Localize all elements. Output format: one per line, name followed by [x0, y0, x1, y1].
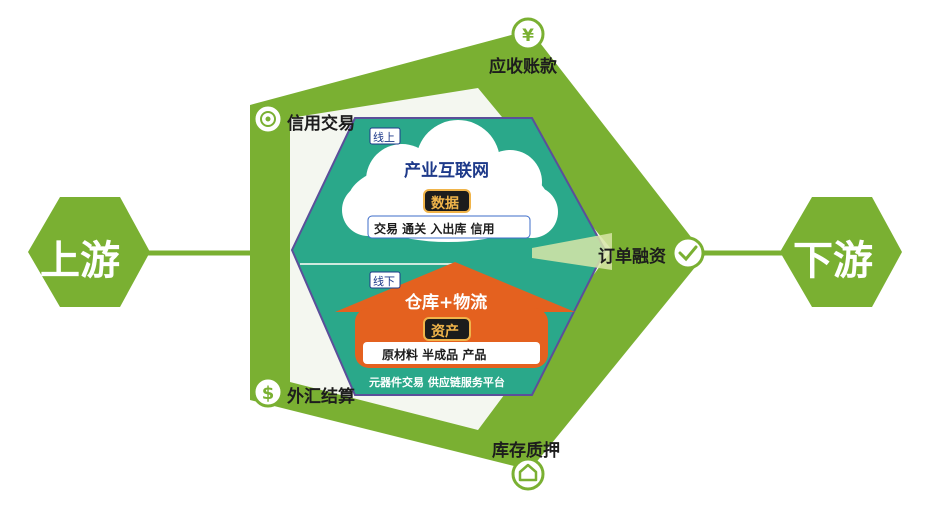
receivables-label: 应收账款: [489, 57, 557, 77]
online-tag: 线上: [373, 131, 395, 144]
light-beam: [532, 233, 612, 270]
house-icon-bg: [511, 457, 545, 491]
inventory-pledge-label: 库存质押: [492, 441, 560, 461]
asset-badge: 资产: [431, 324, 459, 340]
upstream-hexagon: [28, 197, 150, 307]
house-icon: [518, 463, 538, 482]
online-tag-bg: [369, 127, 401, 145]
asset-badge-bg: [423, 317, 471, 341]
offline-tag: 线下: [373, 275, 395, 288]
coin-icon: [260, 111, 276, 127]
warehouse-roof: [335, 262, 575, 312]
credit-trade-label: 信用交易: [287, 114, 355, 134]
yen-icon-bg: [511, 17, 545, 51]
data-badge-bg: [423, 189, 471, 213]
offline-items-bar: [363, 342, 540, 364]
check-icon: [678, 245, 698, 262]
offline-items: 原材料 半成品 产品: [382, 348, 487, 362]
downstream-hexagon: [780, 197, 902, 307]
yen-icon: ¥: [522, 26, 534, 46]
online-title: 产业互联网: [404, 161, 489, 181]
offline-title: 仓库+物流: [405, 293, 488, 313]
offline-tag-bg: [369, 271, 401, 289]
fx-settlement-label: 外汇结算: [287, 387, 355, 407]
dollar-icon-bg: [252, 376, 284, 408]
upstream-label: 上游: [40, 238, 120, 284]
platform-label: 元器件交易 供应链服务平台: [369, 376, 505, 389]
downstream-label: 下游: [793, 238, 873, 284]
data-badge: 数据: [431, 196, 459, 212]
check-icon-bg: [671, 236, 705, 270]
online-items-bar: [367, 215, 531, 239]
online-items: 交易 通关 入出库 信用: [374, 222, 495, 236]
order-financing-label: 订单融资: [598, 247, 666, 267]
dollar-icon: $: [262, 383, 275, 404]
platform-hexagon-outline: [290, 117, 607, 396]
